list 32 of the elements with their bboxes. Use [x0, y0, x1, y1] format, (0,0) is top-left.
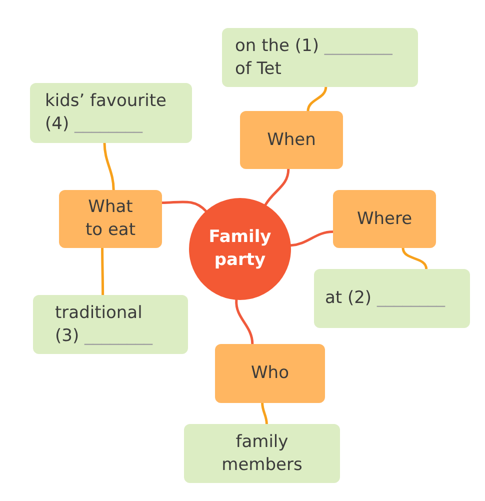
connector-line: [290, 230, 334, 247]
connector-line: [261, 402, 268, 426]
detail-box: [33, 295, 188, 354]
question-box: [59, 190, 162, 248]
question-box: [240, 111, 343, 169]
fill-in-line: ________: [74, 114, 142, 134]
connector-line: [101, 246, 104, 296]
detail-text: at (2) ________: [325, 287, 445, 310]
connector-line: [160, 200, 208, 212]
detail-box: [222, 28, 418, 87]
connector-line: [306, 86, 328, 112]
detail-box: [30, 83, 192, 143]
topic-text: Family party: [208, 226, 272, 272]
detail-text: traditional (3) ________: [55, 302, 154, 348]
fill-in-line: ________: [376, 288, 445, 308]
question-text: What to eat: [84, 196, 136, 242]
question-text: When: [267, 128, 316, 152]
detail-box: [314, 269, 470, 328]
question-box: [215, 344, 325, 403]
detail-text: kids’ favourite (4) ________: [45, 90, 168, 136]
fill-in-line: ________: [84, 326, 152, 346]
connector-line: [402, 246, 428, 270]
connector-line: [235, 298, 254, 346]
connector-line: [264, 168, 290, 206]
fill-in-line: ________: [324, 36, 392, 56]
question-text: Who: [251, 362, 289, 385]
question-box: [333, 190, 436, 248]
detail-box: [184, 424, 340, 483]
detail-text: family members: [220, 430, 304, 476]
detail-text: on the (1) ________ of Tet: [235, 34, 394, 80]
connector-line: [103, 142, 115, 192]
question-text: Where: [356, 208, 412, 230]
